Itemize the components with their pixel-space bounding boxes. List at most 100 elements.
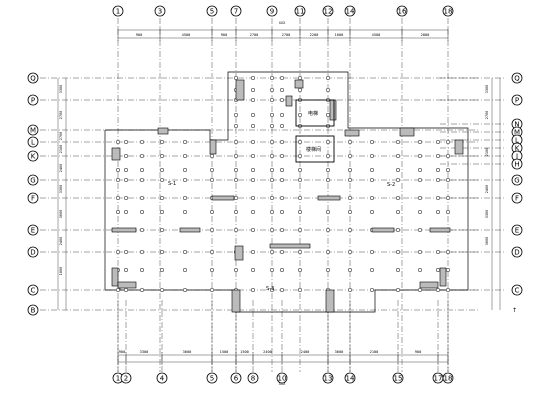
top-dim-6: 1600 xyxy=(335,33,344,37)
column xyxy=(445,153,451,159)
shear-wall xyxy=(269,243,311,249)
axis-bubble-bottom-8: 8 xyxy=(247,372,259,384)
top-dim-8: 2800 xyxy=(421,33,430,37)
column xyxy=(209,209,215,215)
column xyxy=(435,177,441,183)
column xyxy=(435,267,441,273)
column xyxy=(297,249,303,255)
column xyxy=(445,177,451,183)
svg-text:G: G xyxy=(30,176,35,184)
column xyxy=(115,177,121,183)
bottom-dim-7: 3600 xyxy=(335,350,344,354)
room-label-s2: S-2 xyxy=(387,182,395,188)
svg-text:13: 13 xyxy=(324,374,333,382)
column xyxy=(250,153,256,159)
column xyxy=(445,167,451,173)
column xyxy=(297,139,303,145)
column xyxy=(395,139,401,145)
column xyxy=(417,287,423,293)
column xyxy=(347,167,353,173)
column xyxy=(325,112,331,118)
right-dim-3: 2400 xyxy=(485,185,489,194)
svg-text:B: B xyxy=(31,306,36,314)
column xyxy=(182,267,188,273)
axis-bubble-top-12: 12 xyxy=(322,5,334,17)
column xyxy=(369,195,375,201)
svg-text:H: H xyxy=(514,160,519,168)
column xyxy=(279,177,285,183)
top-dim-0: 900 xyxy=(136,33,143,37)
bottom-dim-5: 2400 xyxy=(263,350,272,354)
column xyxy=(139,227,145,233)
svg-text:11: 11 xyxy=(296,7,305,15)
column xyxy=(347,177,353,183)
right-dim-2: 2100 xyxy=(485,148,489,157)
column xyxy=(269,267,275,273)
column xyxy=(325,249,331,255)
left-dim-7: 2400 xyxy=(59,237,63,246)
column xyxy=(233,177,239,183)
shear-wall xyxy=(419,281,439,289)
svg-text:5: 5 xyxy=(210,7,214,15)
column xyxy=(159,139,165,145)
axis-bubble-top-11: 11 xyxy=(294,5,306,17)
axis-bubble-top-5: 5 xyxy=(206,5,218,17)
column xyxy=(159,195,165,201)
axis-bubble-left-M: M xyxy=(27,124,39,136)
column xyxy=(279,97,285,103)
axis-bubble-right-F: F xyxy=(511,192,523,204)
column xyxy=(279,227,285,233)
column xyxy=(159,227,165,233)
column xyxy=(233,123,239,129)
column xyxy=(369,209,375,215)
column xyxy=(297,195,303,201)
top-dim-2: 900 xyxy=(221,33,228,37)
svg-text:18: 18 xyxy=(444,7,453,15)
column xyxy=(325,87,331,93)
svg-text:G: G xyxy=(514,176,519,184)
axis-bubble-bottom-18: 18 xyxy=(442,372,454,384)
axis-bubble-left-G: G xyxy=(27,174,39,186)
axis-bubble-bottom-4: 4 xyxy=(156,372,168,384)
column xyxy=(182,153,188,159)
svg-text:M: M xyxy=(514,128,520,136)
column xyxy=(123,195,129,201)
shear-wall xyxy=(439,267,447,287)
shear-wall xyxy=(371,227,395,233)
column xyxy=(233,267,239,273)
axis-bubble-left-L: L xyxy=(27,136,39,148)
axis-bubble-right-D: D xyxy=(511,246,523,258)
column xyxy=(369,267,375,273)
column xyxy=(115,139,121,145)
svg-text:5: 5 xyxy=(210,374,214,382)
column xyxy=(395,167,401,173)
shear-wall xyxy=(179,227,201,233)
column xyxy=(445,287,451,293)
right-dim-0: 3300 xyxy=(485,85,489,94)
column xyxy=(233,167,239,173)
left-dim-0: 3300 xyxy=(59,85,63,94)
svg-text:P: P xyxy=(31,96,35,104)
column xyxy=(182,139,188,145)
column xyxy=(269,112,275,118)
column xyxy=(445,249,451,255)
column xyxy=(325,177,331,183)
column xyxy=(347,227,353,233)
bottom-dim-6: 2400 xyxy=(301,350,310,354)
column xyxy=(250,249,256,255)
column xyxy=(123,139,129,145)
column xyxy=(279,87,285,93)
column xyxy=(417,177,423,183)
svg-text:P: P xyxy=(515,96,519,104)
column xyxy=(297,167,303,173)
svg-text:K: K xyxy=(31,152,36,160)
column xyxy=(297,267,303,273)
shear-wall xyxy=(454,139,464,155)
top-dim-3: 2700 xyxy=(250,33,259,37)
column xyxy=(250,195,256,201)
top-dim-5: 2200 xyxy=(310,33,319,37)
column xyxy=(115,167,121,173)
column xyxy=(369,153,375,159)
column xyxy=(435,195,441,201)
